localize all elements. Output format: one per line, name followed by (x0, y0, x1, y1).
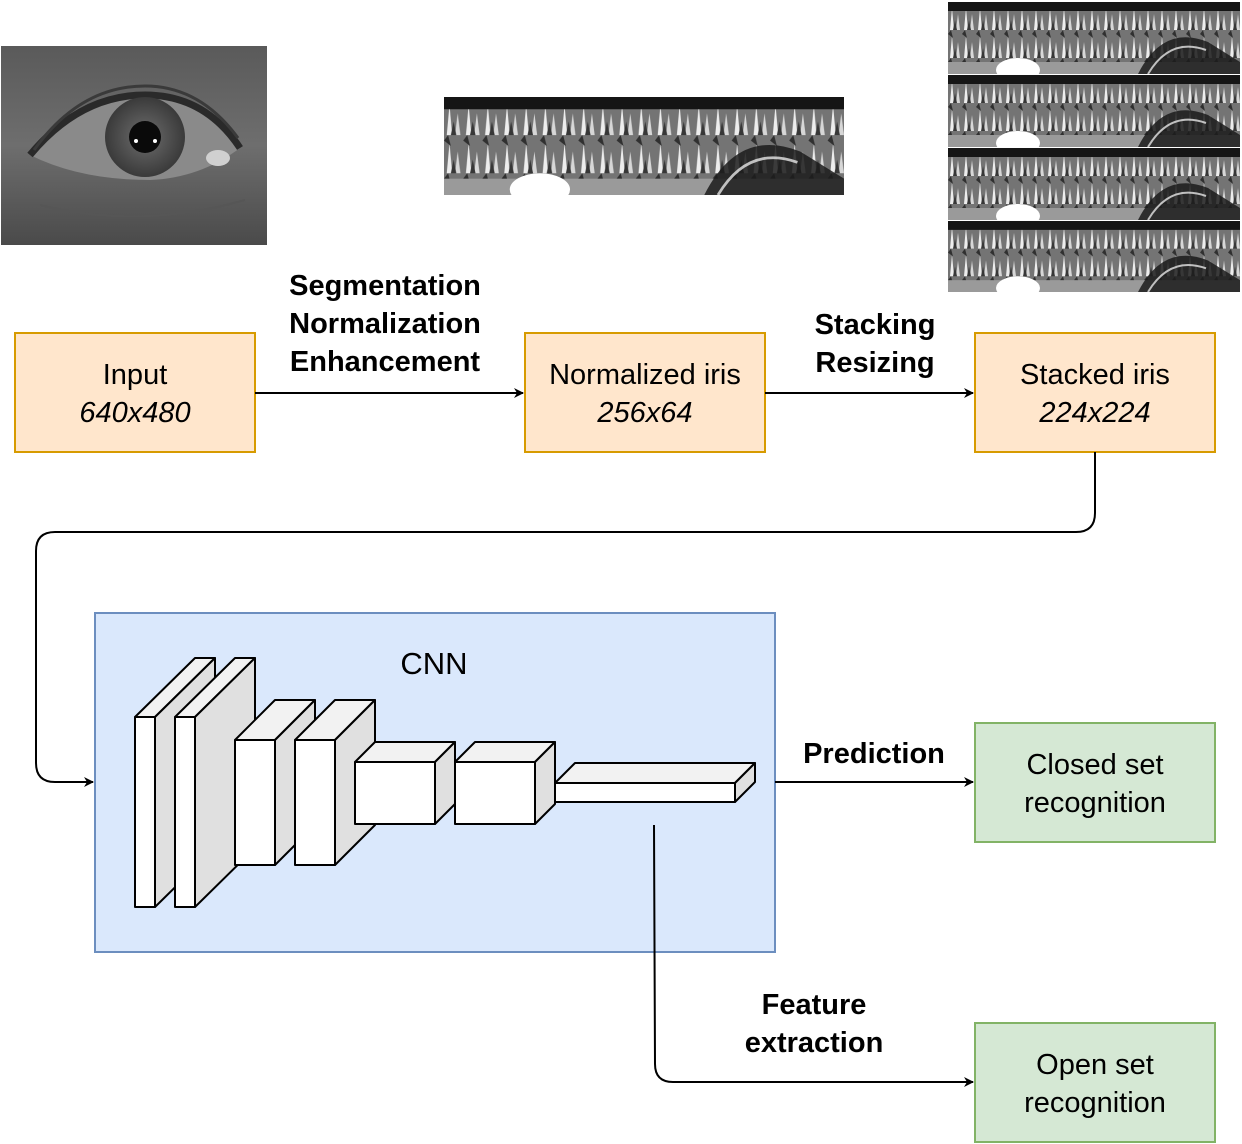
arrow-stacked-to-cnn (35, 452, 1096, 787)
stacked-iris-node: Stacked iris 224x224 (974, 332, 1216, 453)
conv-layer-6 (454, 741, 556, 825)
open-set-node: Open set recognition (974, 1022, 1216, 1143)
open-set-line1: Open set (1036, 1049, 1154, 1081)
closed-set-line1: Closed set (1026, 749, 1163, 781)
prediction-label: Prediction (803, 738, 945, 770)
normalized-iris-size: 256x64 (596, 397, 692, 429)
eye-image (1, 46, 267, 245)
feature-text: Feature (762, 989, 867, 1021)
input-node: Input 640x480 (14, 332, 256, 453)
stacking-label: Stacking Resizing (815, 309, 936, 379)
segmentation-text: Segmentation (289, 270, 481, 302)
open-set-line2: recognition (1024, 1087, 1166, 1119)
stacked-iris-size: 224x224 (1038, 397, 1150, 429)
closed-set-node: Closed set recognition (974, 722, 1216, 843)
feature-extraction-label: Feature extraction (745, 989, 884, 1059)
stacking-text: Stacking (815, 309, 936, 341)
stacked-iris-image (948, 2, 1240, 292)
enhancement-text: Enhancement (290, 346, 480, 378)
input-size: 640x480 (79, 397, 190, 429)
fully-connected-layer (554, 762, 756, 803)
arrow-cnn-to-open-set (653, 824, 974, 1087)
conv-layer-5 (354, 741, 456, 825)
normalized-iris-node: Normalized iris 256x64 (524, 332, 766, 453)
input-label: Input (103, 359, 168, 391)
preprocess-label: Segmentation Normalization Enhancement (289, 270, 481, 378)
normalized-iris-label: Normalized iris (549, 359, 741, 391)
normalization-text: Normalization (289, 308, 481, 340)
cnn-label: CNN (400, 646, 467, 681)
stacked-iris-label: Stacked iris (1020, 359, 1170, 391)
extraction-text: extraction (745, 1027, 884, 1059)
normalized-iris-image (444, 97, 844, 195)
closed-set-line2: recognition (1024, 787, 1166, 819)
resizing-text: Resizing (815, 347, 934, 379)
cnn-layers (134, 657, 756, 908)
